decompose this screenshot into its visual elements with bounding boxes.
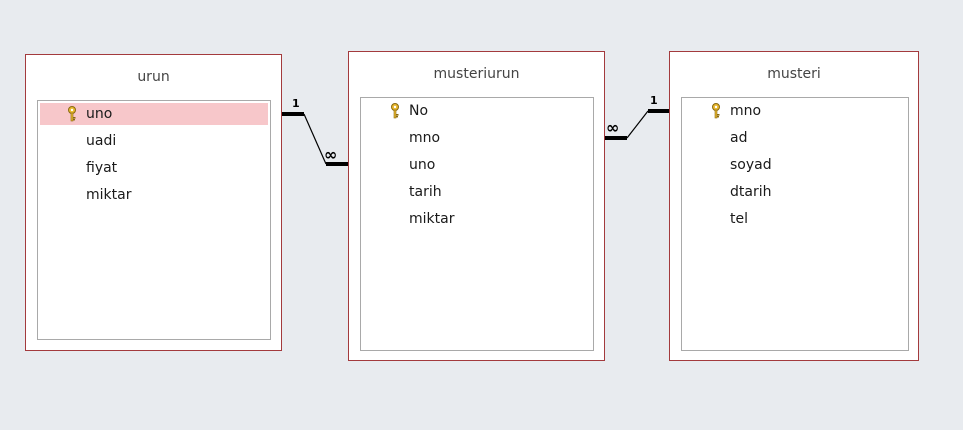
primary-key-icon [68,106,76,122]
field-label: uadi [86,133,117,149]
field-label: miktar [409,211,455,227]
field-label: ad [730,130,748,146]
relationship-urun-musteriurun[interactable]: 1 ∞ [282,97,348,166]
field-tarih[interactable]: tarih [363,181,591,203]
field-label: dtarih [730,184,772,200]
field-label: uno [86,106,113,122]
field-list[interactable]: uno uadi fiyat miktar [37,100,271,340]
field-tel[interactable]: tel [684,208,906,230]
field-label: soyad [730,157,772,173]
field-ad[interactable]: ad [684,127,906,149]
field-label: miktar [86,187,132,203]
field-mno[interactable]: mno [684,100,906,122]
field-miktar[interactable]: miktar [40,184,268,206]
field-label: No [409,103,429,119]
table-title: urun [137,69,170,85]
primary-key-icon [391,103,399,119]
field-dtarih[interactable]: dtarih [684,181,906,203]
field-label: tarih [409,184,442,200]
table-title: musteri [767,66,821,82]
field-soyad[interactable]: soyad [684,154,906,176]
one-cardinality-label: 1 [292,97,300,110]
field-uno[interactable]: uno [363,154,591,176]
table-musteriurun[interactable]: musteriurun No mno uno tarih [348,51,605,361]
field-miktar[interactable]: miktar [363,208,591,230]
field-label: uno [409,157,436,173]
field-uno[interactable]: uno [40,103,268,125]
field-list[interactable]: No mno uno tarih miktar [360,97,594,351]
field-label: tel [730,211,748,227]
field-label: fiyat [86,160,118,176]
field-list[interactable]: mno ad soyad dtarih tel [681,97,909,351]
field-label: mno [409,130,441,146]
relationship-musteriurun-musteri[interactable]: ∞ 1 [605,94,669,140]
many-cardinality-label: ∞ [606,118,619,137]
table-urun[interactable]: urun uno uadi fiyat miktar [25,54,282,351]
field-label: mno [730,103,762,119]
many-cardinality-label: ∞ [324,145,337,164]
field-fiyat[interactable]: fiyat [40,157,268,179]
field-uadi[interactable]: uadi [40,130,268,152]
field-mno[interactable]: mno [363,127,591,149]
primary-key-icon [712,103,720,119]
field-no[interactable]: No [363,100,591,122]
one-cardinality-label: 1 [650,94,658,107]
table-musteri[interactable]: musteri mno ad soyad dtarih [669,51,919,361]
table-title: musteriurun [433,66,520,82]
